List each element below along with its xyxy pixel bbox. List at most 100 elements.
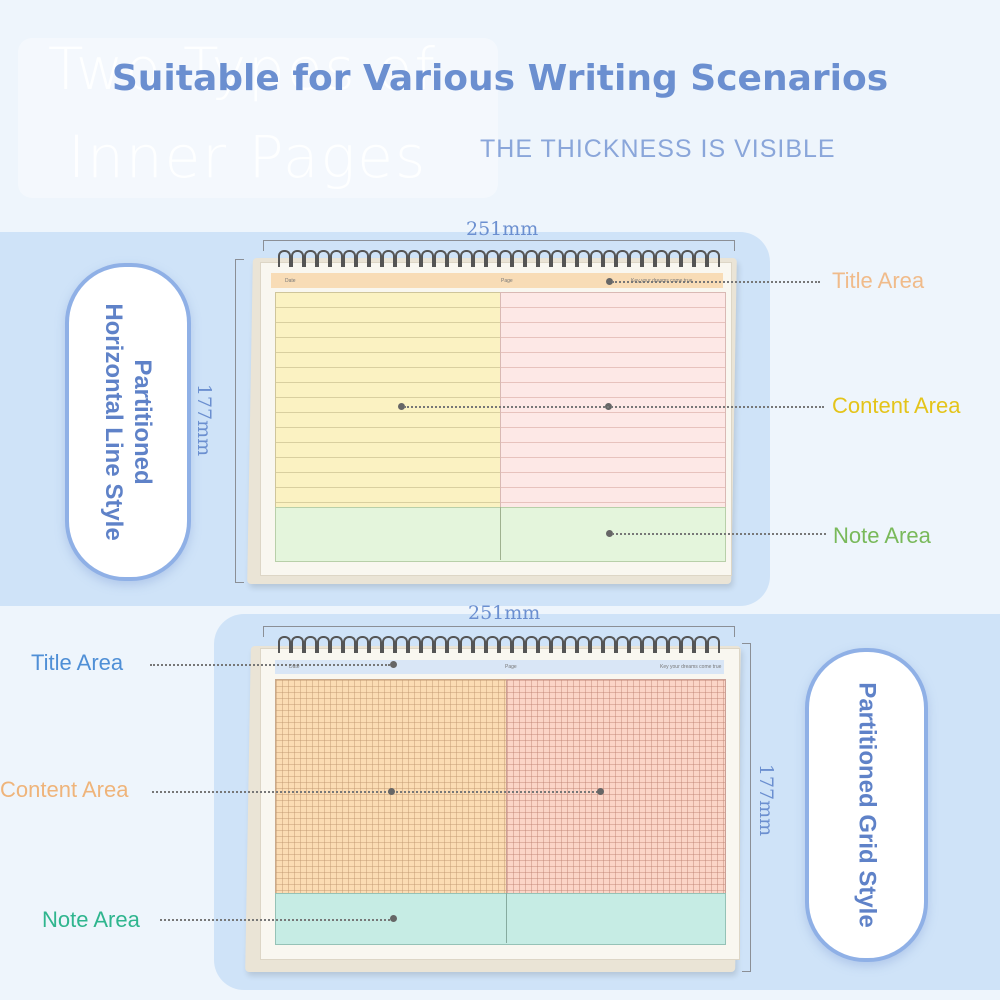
top-note-leader [612, 533, 826, 535]
spiral-ring [278, 636, 291, 653]
spiral-ring [655, 250, 668, 267]
spiral-ring [590, 250, 603, 267]
spiral-ring [408, 250, 421, 267]
spiral-ring [538, 250, 551, 267]
spiral-ring [408, 636, 421, 653]
horizontal-style-badge: Partitioned Horizontal Line Style [65, 263, 191, 581]
spiral-ring [304, 636, 317, 653]
spiral-ring [642, 250, 655, 267]
spiral-ring [694, 636, 707, 653]
spiral-ring [694, 250, 707, 267]
spiral-ring [668, 250, 681, 267]
spiral-ring [434, 250, 447, 267]
top-spiral-binding [278, 250, 720, 268]
spiral-ring [681, 250, 694, 267]
ghost-title-line1: Two Types of [48, 35, 437, 103]
top-notebook-page: Date Page Key your dreams come true [260, 262, 732, 576]
bottom-content-marker-left [388, 788, 395, 795]
headline: Suitable for Various Writing Scenarios [111, 58, 889, 99]
top-title-leader [612, 281, 820, 283]
spiral-ring [486, 636, 499, 653]
top-content-area-label: Content Area [832, 393, 961, 418]
spiral-ring [447, 250, 460, 267]
bottom-page-field: Page [505, 664, 517, 670]
spiral-ring [655, 636, 668, 653]
bottom-title-marker [390, 661, 397, 668]
top-date-field: Date [285, 278, 296, 284]
ghost-title-line2: Inner Pages [68, 123, 428, 191]
spiral-ring [564, 636, 577, 653]
spiral-ring [577, 636, 590, 653]
spiral-ring [577, 250, 590, 267]
top-title-marker [606, 278, 613, 285]
bottom-spiral-binding [278, 636, 720, 654]
spiral-ring [473, 250, 486, 267]
top-height-dimension-line [235, 259, 244, 583]
spiral-ring [447, 636, 460, 653]
bottom-width-dimension-line [263, 626, 735, 637]
spiral-ring [330, 636, 343, 653]
bottom-note-divider [506, 893, 507, 943]
bottom-content-leader [152, 791, 598, 793]
spiral-ring [356, 636, 369, 653]
top-note-area-label: Note Area [833, 523, 931, 548]
spiral-ring [616, 250, 629, 267]
bottom-note-marker [390, 915, 397, 922]
top-note-marker [606, 530, 613, 537]
spiral-ring [642, 636, 655, 653]
top-note-divider [500, 507, 501, 560]
spiral-ring [291, 636, 304, 653]
spiral-ring [291, 250, 304, 267]
spiral-ring [499, 636, 512, 653]
spiral-ring [382, 250, 395, 267]
spiral-ring [460, 250, 473, 267]
spiral-ring [343, 250, 356, 267]
spiral-ring [278, 250, 291, 267]
spiral-ring [681, 636, 694, 653]
bottom-content-area-label: Content Area [0, 777, 129, 802]
bottom-right-content-area [506, 679, 726, 895]
spiral-ring [551, 636, 564, 653]
top-title-area-label: Title Area [832, 268, 925, 293]
spiral-ring [460, 636, 473, 653]
top-right-content-area [500, 292, 726, 509]
grid-style-badge: Partitioned Grid Style [805, 648, 928, 962]
bottom-notebook-page: Date Page Key your dreams come true [260, 648, 740, 960]
spiral-ring [473, 636, 486, 653]
horizontal-style-label: Partitioned Horizontal Line Style [99, 303, 157, 540]
bottom-content-marker-right [597, 788, 604, 795]
top-left-content-area [275, 292, 502, 509]
bottom-note-leader [160, 919, 390, 921]
top-content-marker-left [398, 403, 405, 410]
spiral-ring [525, 250, 538, 267]
bottom-left-content-area [275, 679, 508, 895]
grid-style-label: Partitioned Grid Style [853, 682, 880, 928]
bottom-slogan-field: Key your dreams come true [660, 664, 722, 670]
spiral-ring [317, 250, 330, 267]
bottom-title-bar: Date Page Key your dreams come true [275, 660, 724, 674]
top-page-field: Page [501, 278, 513, 284]
spiral-ring [317, 636, 330, 653]
spiral-ring [564, 250, 577, 267]
top-height-label: 177mm [193, 383, 215, 457]
spiral-ring [603, 636, 616, 653]
spiral-ring [590, 636, 603, 653]
spiral-ring [369, 250, 382, 267]
spiral-ring [616, 636, 629, 653]
spiral-ring [395, 636, 408, 653]
spiral-ring [512, 636, 525, 653]
spiral-ring [434, 636, 447, 653]
spiral-ring [421, 636, 434, 653]
bottom-note-area-label: Note Area [42, 907, 140, 932]
spiral-ring [707, 636, 720, 653]
bottom-title-area-label: Title Area [31, 650, 124, 675]
spiral-ring [668, 636, 681, 653]
top-content-leader [404, 406, 824, 408]
spiral-ring [486, 250, 499, 267]
spiral-ring [369, 636, 382, 653]
spiral-ring [512, 250, 525, 267]
spiral-ring [343, 636, 356, 653]
horizontal-style-label-line1: Partitioned [129, 359, 156, 485]
bottom-width-label: 251mm [468, 602, 541, 624]
spiral-ring [538, 636, 551, 653]
